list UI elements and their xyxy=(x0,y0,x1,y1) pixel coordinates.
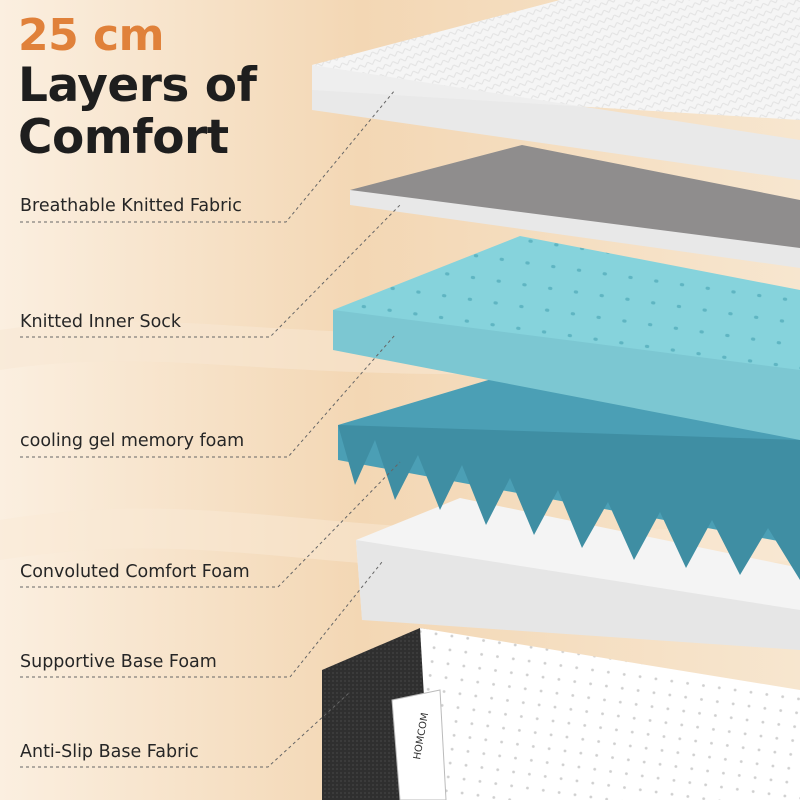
headline-line-2: Comfort xyxy=(18,110,229,165)
layer-label-convoluted-foam: Convoluted Comfort Foam xyxy=(20,562,250,582)
headline-line-1: Layers of xyxy=(18,58,257,113)
layer-label-base-foam: Supportive Base Foam xyxy=(20,652,217,672)
headline-size: 25 cm xyxy=(18,10,164,61)
layer-label-gel-foam: cooling gel memory foam xyxy=(20,431,245,451)
anti-slip-base-layer: HOMCOM xyxy=(322,628,800,800)
supportive-base-foam-layer xyxy=(356,498,800,650)
inner-sock-layer xyxy=(350,145,800,268)
knitted-fabric-layer xyxy=(312,0,800,180)
gel-memory-foam-layer xyxy=(333,236,800,440)
leader-lines xyxy=(20,89,401,768)
layer-label-knitted-fabric: Breathable Knitted Fabric xyxy=(20,196,242,216)
layer-label-anti-slip: Anti-Slip Base Fabric xyxy=(20,742,199,762)
layer-label-inner-sock: Knitted Inner Sock xyxy=(20,312,182,332)
